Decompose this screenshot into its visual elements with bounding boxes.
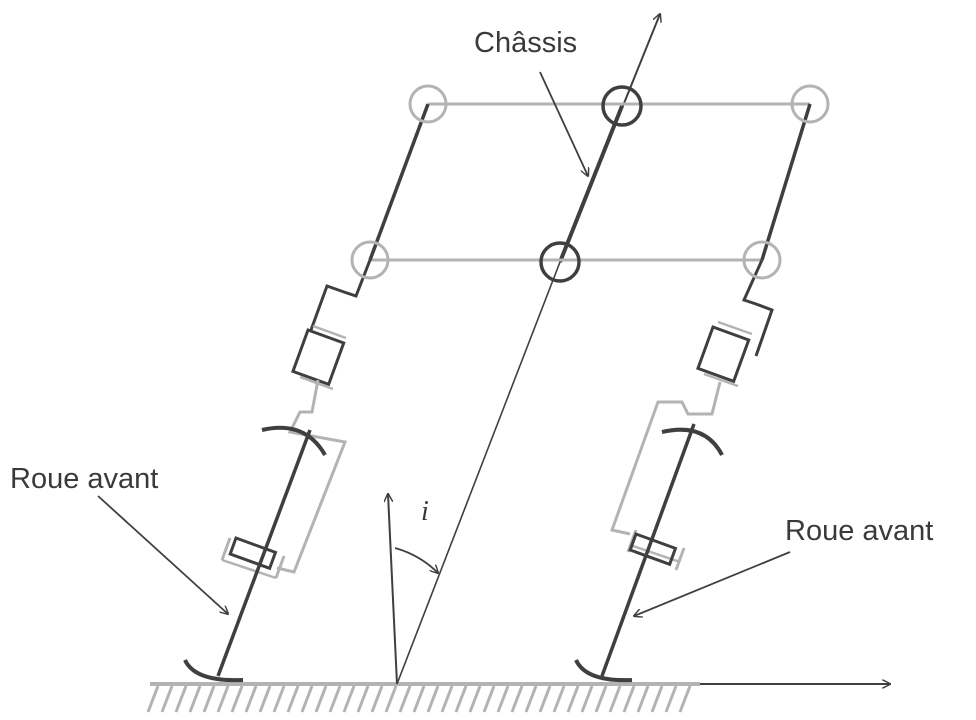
ground-hatch — [636, 685, 650, 713]
ground-hatch — [216, 685, 230, 713]
ground-hatch — [244, 685, 258, 713]
wheel-left-label: Roue avant — [10, 463, 158, 495]
inclined-axis — [396, 261, 561, 685]
ground-hatch — [552, 685, 566, 713]
ground-hatch — [664, 685, 678, 713]
ground — [146, 682, 700, 713]
chassis-pointer-arrow — [539, 71, 588, 176]
angle-arc — [394, 547, 438, 573]
ground-hatch — [384, 685, 398, 713]
chassis-label: Châssis — [474, 27, 577, 59]
wheel-right-pointer-arrow — [634, 551, 791, 616]
right-upper-arm — [760, 103, 812, 261]
ground-hatch — [328, 685, 342, 713]
ground-hatching — [146, 685, 692, 713]
ground-hatch — [300, 685, 314, 713]
pivot-upper-left — [408, 84, 448, 124]
left-suspension — [183, 259, 372, 683]
ground-hatch — [538, 685, 552, 713]
ground-hatch — [174, 685, 188, 713]
ground-hatch — [272, 685, 286, 713]
ground-hatch — [468, 685, 482, 713]
ground-hatch — [440, 685, 454, 713]
ground-hatch — [524, 685, 538, 713]
ground-hatch — [496, 685, 510, 713]
ground-hatch — [398, 685, 412, 713]
left-upper-arm — [368, 103, 430, 261]
chassis-pivot-upper — [601, 85, 643, 127]
ground-hatch — [342, 685, 356, 713]
ground-hatch — [622, 685, 636, 713]
ground-hatch — [426, 685, 440, 713]
ground-hatch — [370, 685, 384, 713]
chassis-bar — [558, 105, 624, 263]
ground-hatch — [258, 685, 272, 713]
ground-hatch — [650, 685, 664, 713]
ground-hatch — [566, 685, 580, 713]
angle-label: i — [421, 496, 429, 527]
ground-hatch — [286, 685, 300, 713]
ground-hatch — [188, 685, 202, 713]
ground-hatch — [594, 685, 608, 713]
wheel-left-pointer-arrow — [97, 495, 228, 614]
ground-hatch — [230, 685, 244, 713]
ground-hatch — [678, 685, 692, 713]
ground-hatch — [356, 685, 370, 713]
ground-hatch — [412, 685, 426, 713]
vertical-reference-arrow — [388, 494, 398, 685]
ground-hatch — [608, 685, 622, 713]
ground-hatch — [146, 685, 160, 713]
wheel-right-label: Roue avant — [785, 515, 933, 547]
pivot-lower-right — [742, 240, 782, 280]
pivot-lower-left — [350, 240, 390, 280]
ground-hatch — [510, 685, 524, 713]
ground-hatch — [482, 685, 496, 713]
ground-hatch — [314, 685, 328, 713]
ground-hatch — [454, 685, 468, 713]
right-suspension — [574, 259, 774, 683]
chassis-pivot-lower — [539, 241, 581, 283]
ground-hatch — [580, 685, 594, 713]
pivot-upper-right — [790, 84, 830, 124]
ground-hatch — [160, 685, 174, 713]
ground-hatch — [202, 685, 216, 713]
